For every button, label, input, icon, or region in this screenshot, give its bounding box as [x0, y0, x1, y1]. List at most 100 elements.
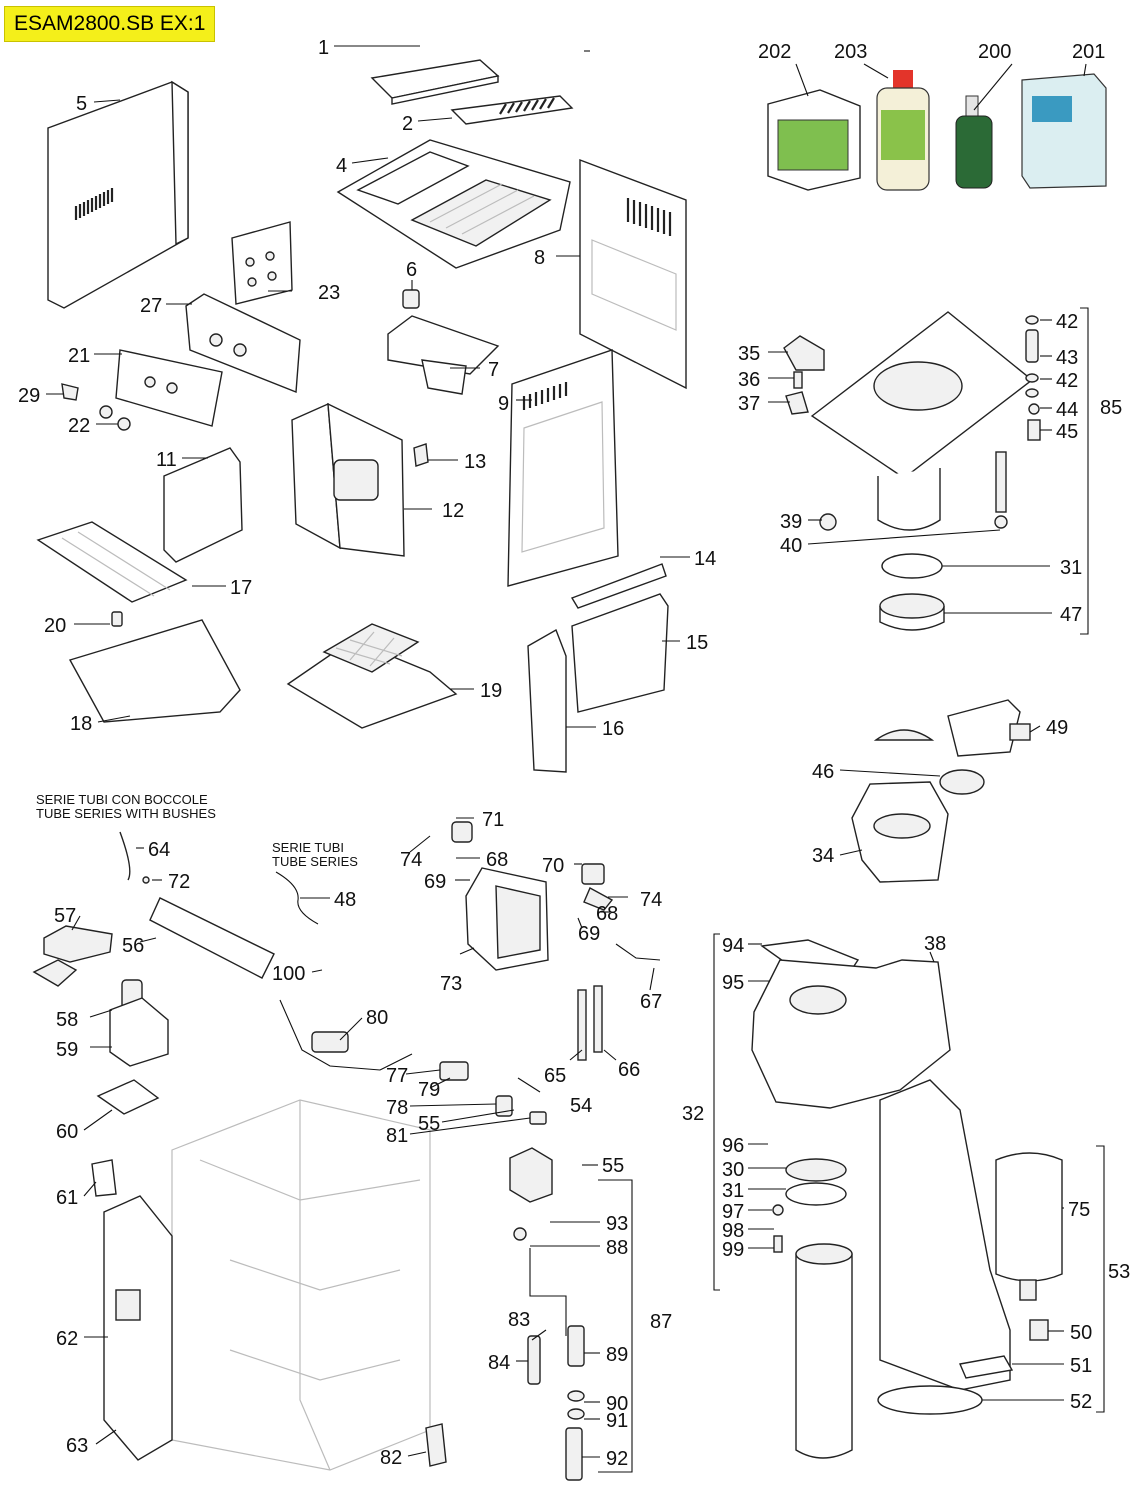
part-label: 74 [640, 889, 662, 911]
part-label: 20 [44, 615, 66, 637]
part-label: 8 [534, 247, 545, 269]
part-21-membrane [115, 349, 223, 427]
part-label: 50 [1070, 1322, 1092, 1344]
part-label: 51 [1070, 1355, 1092, 1377]
part-label: 67 [640, 991, 662, 1013]
part-53-cylinder [795, 1243, 853, 1459]
part-label: 14 [694, 548, 716, 570]
part-label: 60 [56, 1121, 78, 1143]
part-label: 54 [570, 1095, 592, 1117]
part-label: 98 [722, 1220, 744, 1242]
part-label: 66 [618, 1059, 640, 1081]
part-label: 61 [56, 1187, 78, 1209]
part-42-45-small-parts [1025, 315, 1041, 441]
part-label: 12 [442, 500, 464, 522]
part-label: 82 [380, 1447, 402, 1469]
part-14-15-water-tank [570, 563, 669, 713]
product-201-ecodecalk-box-icon [1021, 73, 1107, 189]
part-label: 83 [508, 1309, 530, 1331]
product-number: 200 [978, 41, 1011, 63]
part-label: 100 [272, 963, 305, 985]
product-number: 201 [1072, 41, 1105, 63]
part-label: 30 [722, 1159, 744, 1181]
part-label: 2 [402, 113, 413, 135]
part-label: 62 [56, 1328, 78, 1350]
part-label: 94 [722, 935, 744, 957]
part-9-side-panel [507, 349, 619, 587]
part-label: 37 [738, 393, 760, 415]
part-label: 91 [606, 1410, 628, 1432]
part-8-rear-panel [579, 158, 687, 390]
part-2-grill-cover [450, 95, 574, 125]
part-70-74-fittings [581, 863, 614, 911]
part-label: 22 [68, 415, 90, 437]
part-label: 46 [812, 761, 834, 783]
part-4-top-frame [336, 139, 571, 269]
part-82-bracket [425, 1423, 447, 1467]
note-tube-bushes-en: TUBE SERIES WITH BUSHES [36, 806, 216, 821]
part-49-34-46-group [851, 699, 1031, 883]
part-label: 6 [406, 259, 417, 281]
part-75-motor [995, 1152, 1063, 1301]
part-label: 53 [1108, 1261, 1130, 1283]
part-29-22-buttons [61, 383, 131, 431]
part-19-base-plate [286, 623, 458, 729]
part-53-column [879, 1079, 1011, 1391]
part-85-plate [810, 311, 1034, 531]
part-label: 23 [318, 282, 340, 304]
part-7-container [387, 315, 500, 395]
part-16-side-cover [527, 628, 567, 773]
part-label: 44 [1056, 399, 1078, 421]
part-67-sensor [615, 943, 661, 961]
part-label: 9 [498, 393, 509, 415]
part-label: 40 [780, 535, 802, 557]
part-label: 92 [606, 1448, 628, 1470]
part-label: 35 [738, 343, 760, 365]
part-30-31-filter [785, 1158, 847, 1206]
part-label: 19 [480, 680, 502, 702]
part-label: 47 [1060, 604, 1082, 626]
part-label: 15 [686, 632, 708, 654]
part-label: 84 [488, 1352, 510, 1374]
model-title: ESAM2800.SB EX:1 [4, 6, 216, 42]
part-label: 29 [18, 385, 40, 407]
part-label: 78 [386, 1097, 408, 1119]
part-label: 87 [650, 1311, 672, 1333]
part-label: 69 [424, 871, 446, 893]
part-label: 56 [122, 935, 144, 957]
part-label: 4 [336, 155, 347, 177]
part-73-boiler [451, 821, 549, 971]
part-label: 77 [386, 1065, 408, 1087]
part-label: 58 [56, 1009, 78, 1031]
part-label: 70 [542, 855, 564, 877]
part-label: 80 [366, 1007, 388, 1029]
part-label: 90 [606, 1393, 628, 1415]
part-label: 65 [544, 1065, 566, 1087]
part-label: 79 [418, 1079, 440, 1101]
part-label: 63 [66, 1435, 88, 1457]
part-58-59-pump [109, 979, 169, 1067]
part-label: 5 [76, 93, 87, 115]
part-12-front-door [291, 402, 405, 557]
part-label: 64 [148, 839, 170, 861]
part-62-board [103, 1195, 173, 1461]
part-56-bracket [149, 897, 275, 979]
tube-48 [275, 871, 319, 925]
part-35-38-clips [783, 335, 825, 415]
part-label: 75 [1068, 1199, 1090, 1221]
part-label: 85 [1100, 397, 1122, 419]
part-label: 89 [606, 1344, 628, 1366]
part-label: 45 [1056, 421, 1078, 443]
part-65-66-rods [577, 985, 603, 1061]
part-label: 55 [418, 1113, 440, 1135]
part-label: 68 [596, 903, 618, 925]
part-label: 55 [602, 1155, 624, 1177]
part-1-top-cover [370, 59, 500, 105]
part-label: 96 [722, 1135, 744, 1157]
part-13-clip [413, 443, 429, 467]
part-label: 39 [780, 511, 802, 533]
note-tube-bushes-it: SERIE TUBI CON BOCCOLE [36, 792, 208, 807]
part-label: 71 [482, 809, 504, 831]
part-40-pin [819, 451, 1008, 531]
